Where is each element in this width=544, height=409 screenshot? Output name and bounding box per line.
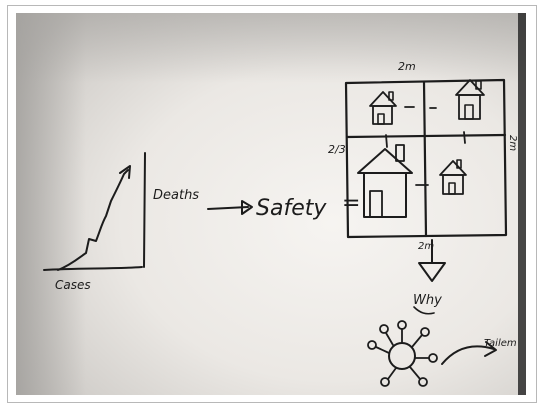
cases-label: Cases — [55, 278, 91, 292]
grid-vertical-divider — [422, 80, 428, 238]
why-label: Why — [413, 293, 442, 308]
virus-arrow-label: Tailem — [484, 338, 517, 349]
house-bottom-left — [357, 144, 413, 218]
arrow-head — [241, 200, 253, 215]
sketch-photo: Deaths Cases Safety = — [16, 13, 526, 395]
graph-y-axis — [143, 152, 146, 268]
grid-outline — [344, 78, 508, 239]
down-arrow — [418, 239, 446, 282]
curve-arrowhead — [119, 165, 131, 179]
arrow-to-safety — [207, 200, 253, 215]
graph-x-axis — [43, 266, 143, 271]
grid-left-dimension: 2/3 — [328, 143, 346, 156]
distance-dash-right — [463, 131, 466, 144]
deaths-label: Deaths — [153, 188, 199, 203]
house-bottom-right — [439, 159, 467, 195]
safety-label: Safety — [256, 196, 327, 221]
distance-dash-left — [385, 134, 388, 148]
paper-shadow-top — [16, 13, 526, 83]
equals-sign: = — [342, 191, 360, 216]
virus-icon — [367, 320, 438, 387]
grid-bottom-dimension: 2m — [418, 241, 434, 252]
house-top-left — [369, 91, 397, 125]
grid-horizontal-divider — [345, 133, 507, 139]
sketch-canvas: Deaths Cases Safety = — [16, 13, 526, 395]
grid-right-dimension: 2m — [507, 135, 518, 151]
paper-right-edge — [518, 13, 526, 395]
house-grid — [344, 78, 508, 239]
cases-deaths-graph — [43, 152, 146, 271]
grid-top-dimension: 2m — [398, 60, 416, 73]
why-underline — [413, 306, 435, 315]
virus-arrow — [441, 341, 497, 365]
house-top-right — [455, 79, 485, 120]
rising-curve — [57, 169, 129, 271]
